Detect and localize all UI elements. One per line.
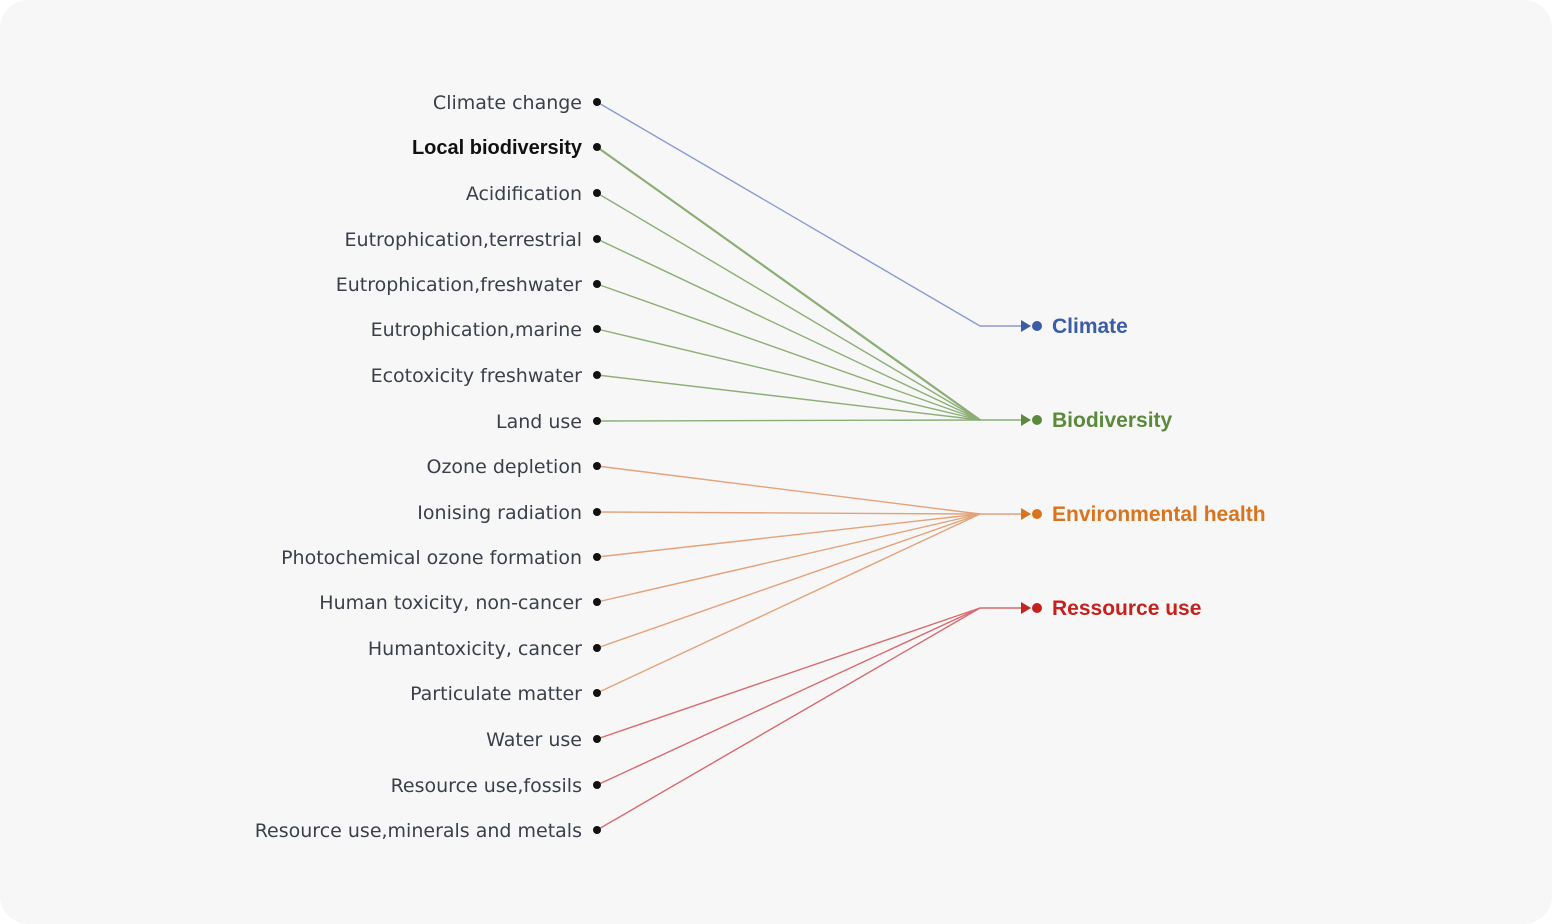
arrowhead-icon [1021,320,1031,332]
source-label: Resource use,minerals and metals [255,820,582,842]
connector-lines [596,101,981,831]
connector-line [596,513,981,649]
connector-line [596,513,981,558]
source-label: Human toxicity, non-cancer [319,592,582,614]
source-dot [593,781,601,789]
target-label: Ressource use [1052,597,1201,620]
source-label: Eutrophication,freshwater [336,274,582,296]
source-label: Land use [496,411,582,433]
target-label: Climate [1052,315,1128,338]
connector-line [596,513,981,603]
source-dot [593,417,601,425]
source-label: Photochemical ozone formation [281,547,582,569]
connector-line [596,101,981,327]
source-label: Eutrophication,marine [371,319,582,341]
source-dot [593,553,601,561]
connector-line [596,607,981,740]
connector-line [596,607,981,786]
target-dot [1032,603,1042,613]
source-label: Eutrophication,terrestrial [345,229,582,251]
connector-line [596,513,981,694]
target-dot [1032,415,1042,425]
target-label: Biodiversity [1052,409,1173,432]
source-label: Acidification [466,183,582,205]
source-label: Ecotoxicity freshwater [371,365,583,387]
connector-line [596,146,981,421]
source-label: Resource use,fossils [391,775,582,797]
arrowhead-icon [1021,414,1031,426]
source-dot [593,98,601,106]
source-dot [593,508,601,516]
source-dot [593,189,601,197]
connector-line [596,607,981,831]
connector-line [596,283,981,421]
source-label: Local biodiversity [412,137,583,159]
source-label: Humantoxicity, cancer [368,638,582,660]
connector-line [596,419,981,422]
arrowhead-icon [1021,602,1031,614]
source-dot [593,462,601,470]
source-dot [593,235,601,243]
target-dot [1032,509,1042,519]
source-dot [593,644,601,652]
connector-line [596,328,981,421]
source-dot [593,371,601,379]
source-label: Water use [486,729,582,751]
arrowhead-icon [1021,508,1031,520]
target-dot [1032,321,1042,331]
connector-line [596,511,981,515]
connector-line [596,192,981,421]
connector-line [596,238,981,421]
source-label: Ionising radiation [417,502,582,524]
source-dot [593,280,601,288]
connector-line [596,465,981,515]
source-dot [593,689,601,697]
source-dot [593,735,601,743]
source-dot [593,143,601,151]
source-label: Particulate matter [410,683,582,705]
source-dot [593,598,601,606]
source-dot [593,325,601,333]
target-label: Environmental health [1052,503,1266,526]
source-label: Climate change [433,92,582,114]
source-label: Ozone depletion [427,456,583,478]
source-dot [593,826,601,834]
connector-line [596,374,981,421]
